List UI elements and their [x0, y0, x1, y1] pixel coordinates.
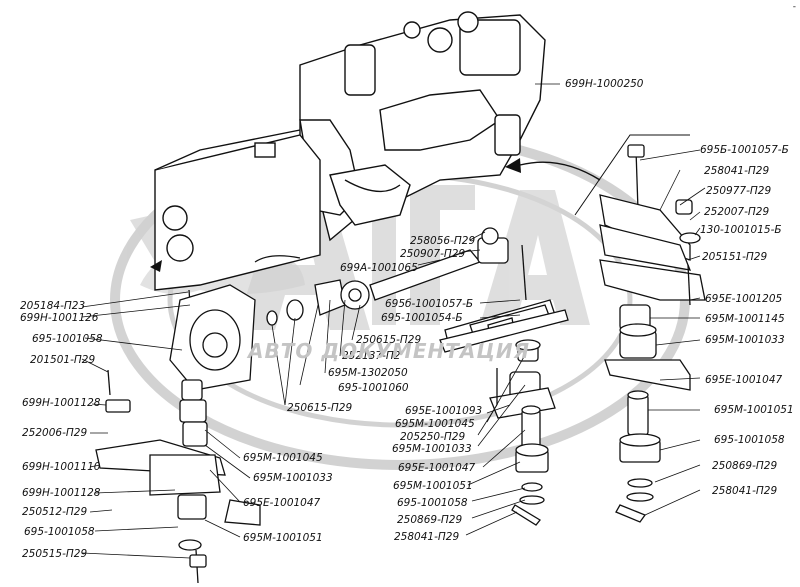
- part-label: 695Е-1001093: [405, 405, 483, 417]
- part-label: 130-1001015-Б: [700, 224, 782, 236]
- part-label: 699А-1001065: [340, 262, 418, 274]
- corner-mark: -: [792, 2, 796, 12]
- part-label: 695Е-1001047: [705, 374, 783, 386]
- part-label: 252137-П2: [342, 350, 401, 362]
- part-label: 250907-П29: [400, 248, 466, 260]
- part-label: 695Е-1001047: [243, 497, 321, 509]
- part-label: 699Н-1001126: [20, 312, 99, 324]
- direction-arrow-2: [254, 255, 301, 263]
- part-label: 695М-1001051: [714, 404, 794, 416]
- part-label: 695-1001058: [714, 434, 785, 446]
- part-label: 252006-П29: [22, 427, 88, 439]
- part-label: 695-1001058: [24, 526, 95, 538]
- part-label: 250515-П29: [22, 548, 88, 560]
- part-label: 695М-1001045: [395, 418, 475, 430]
- part-label: 695Е-1001205: [705, 293, 783, 305]
- direction-arrowhead-2: [150, 260, 162, 272]
- part-label: 695М-1001033: [392, 443, 472, 455]
- part-label: 695-1001058: [397, 497, 468, 509]
- detail-frame: [574, 134, 690, 216]
- part-label: 205151-П29: [702, 251, 768, 263]
- part-label: 250512-П29: [22, 506, 88, 518]
- part-label: 250615-П29: [356, 334, 422, 346]
- part-label: 205184-П23: [20, 300, 86, 312]
- part-label: 695б-1001057-Б: [385, 298, 474, 310]
- part-label: 250869-П29: [712, 460, 778, 472]
- part-label: 258056-П29: [410, 235, 476, 247]
- part-label: 695М-1001045: [243, 452, 323, 464]
- part-label: 695Б-1001057-Б: [700, 144, 789, 156]
- shaft-assembly: [266, 227, 569, 353]
- part-label: 250615-П29: [287, 402, 353, 414]
- engine-assembly: [154, 11, 546, 291]
- part-label: 205250-П29: [400, 431, 466, 443]
- part-label: 695М-1001145: [705, 313, 785, 325]
- part-label: 252007-П29: [704, 206, 770, 218]
- part-label: 695-1001054-Б: [381, 312, 463, 324]
- part-label: 699Н-1001110: [22, 461, 101, 473]
- part-label: 695М-1001033: [253, 472, 333, 484]
- direction-arrowhead: [505, 158, 521, 173]
- part-label: 699Н-1001128: [22, 487, 101, 499]
- part-label: 695-1001060: [338, 382, 409, 394]
- center-mount-parts: [489, 339, 556, 526]
- part-label: 695Е-1001047: [398, 462, 476, 474]
- part-label: 695-1001058: [32, 333, 103, 345]
- left-mount-parts: [95, 284, 261, 584]
- part-label: 250977-П29: [706, 185, 772, 197]
- part-label: 699Н-1000250: [565, 78, 644, 90]
- part-label: 258041-П29: [704, 165, 770, 177]
- part-label: 695М-1001051: [243, 532, 323, 544]
- part-label: 699Н-1001128: [22, 397, 101, 409]
- part-label: 258041-П29: [394, 531, 460, 543]
- leader-lines: [81, 83, 706, 559]
- part-label: 250869-П29: [397, 514, 463, 526]
- right-mount-parts: [599, 144, 706, 523]
- part-label: 695М-1302050: [328, 367, 408, 379]
- part-label: 258041-П29: [712, 485, 778, 497]
- part-label: 695М-1001033: [705, 334, 785, 346]
- part-label: 695М-1001051: [393, 480, 473, 492]
- direction-arrow: [519, 161, 601, 181]
- part-label: 201501-П29: [30, 354, 96, 366]
- watermark-text: АВТО ДОКУМЕНТАЦИЯ: [248, 339, 531, 363]
